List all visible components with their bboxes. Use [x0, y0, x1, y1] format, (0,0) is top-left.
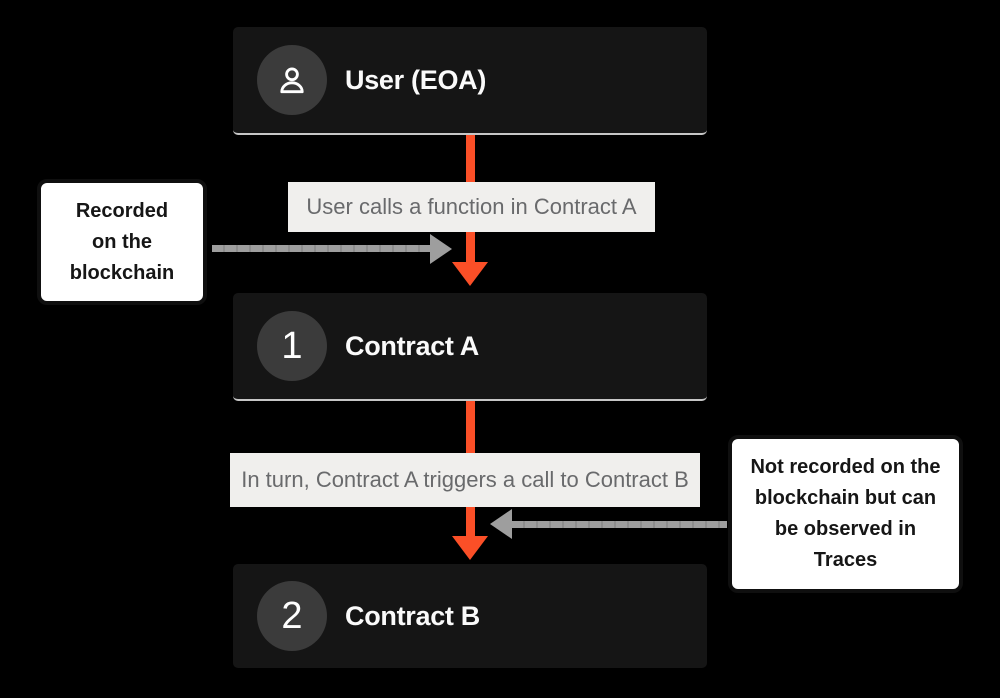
note-arrow-line-left: [212, 245, 430, 252]
step-2-badge: 2: [257, 581, 327, 651]
node-title-contract-b: Contract B: [345, 600, 481, 631]
node-user-eoa: User (EOA): [233, 27, 707, 135]
note-not-recorded-traces: Not recorded on the blockchain but can b…: [728, 435, 963, 593]
node-contract-b: 2 Contract B: [233, 564, 707, 668]
node-title-contract-a: Contract A: [345, 330, 480, 361]
step-1-badge: 1: [257, 311, 327, 381]
flow-arrowhead-user-to-a: [452, 262, 488, 286]
node-contract-a: 1 Contract A: [233, 293, 707, 401]
note-arrowhead-left: [430, 234, 452, 264]
flow-arrowhead-a-to-b: [452, 536, 488, 560]
edge-label-user-calls: User calls a function in Contract A: [288, 182, 655, 232]
note-arrow-line-right: [512, 521, 727, 528]
node-title-user-eoa: User (EOA): [345, 64, 487, 95]
note-arrowhead-right: [490, 509, 512, 539]
step-number: 1: [281, 324, 303, 367]
step-number: 2: [281, 594, 303, 637]
user-avatar-badge: [257, 45, 327, 115]
note-recorded-on-blockchain: Recorded on the blockchain: [37, 179, 207, 305]
user-icon: [280, 67, 304, 94]
edge-label-contract-a-triggers: In turn, Contract A triggers a call to C…: [230, 453, 700, 507]
